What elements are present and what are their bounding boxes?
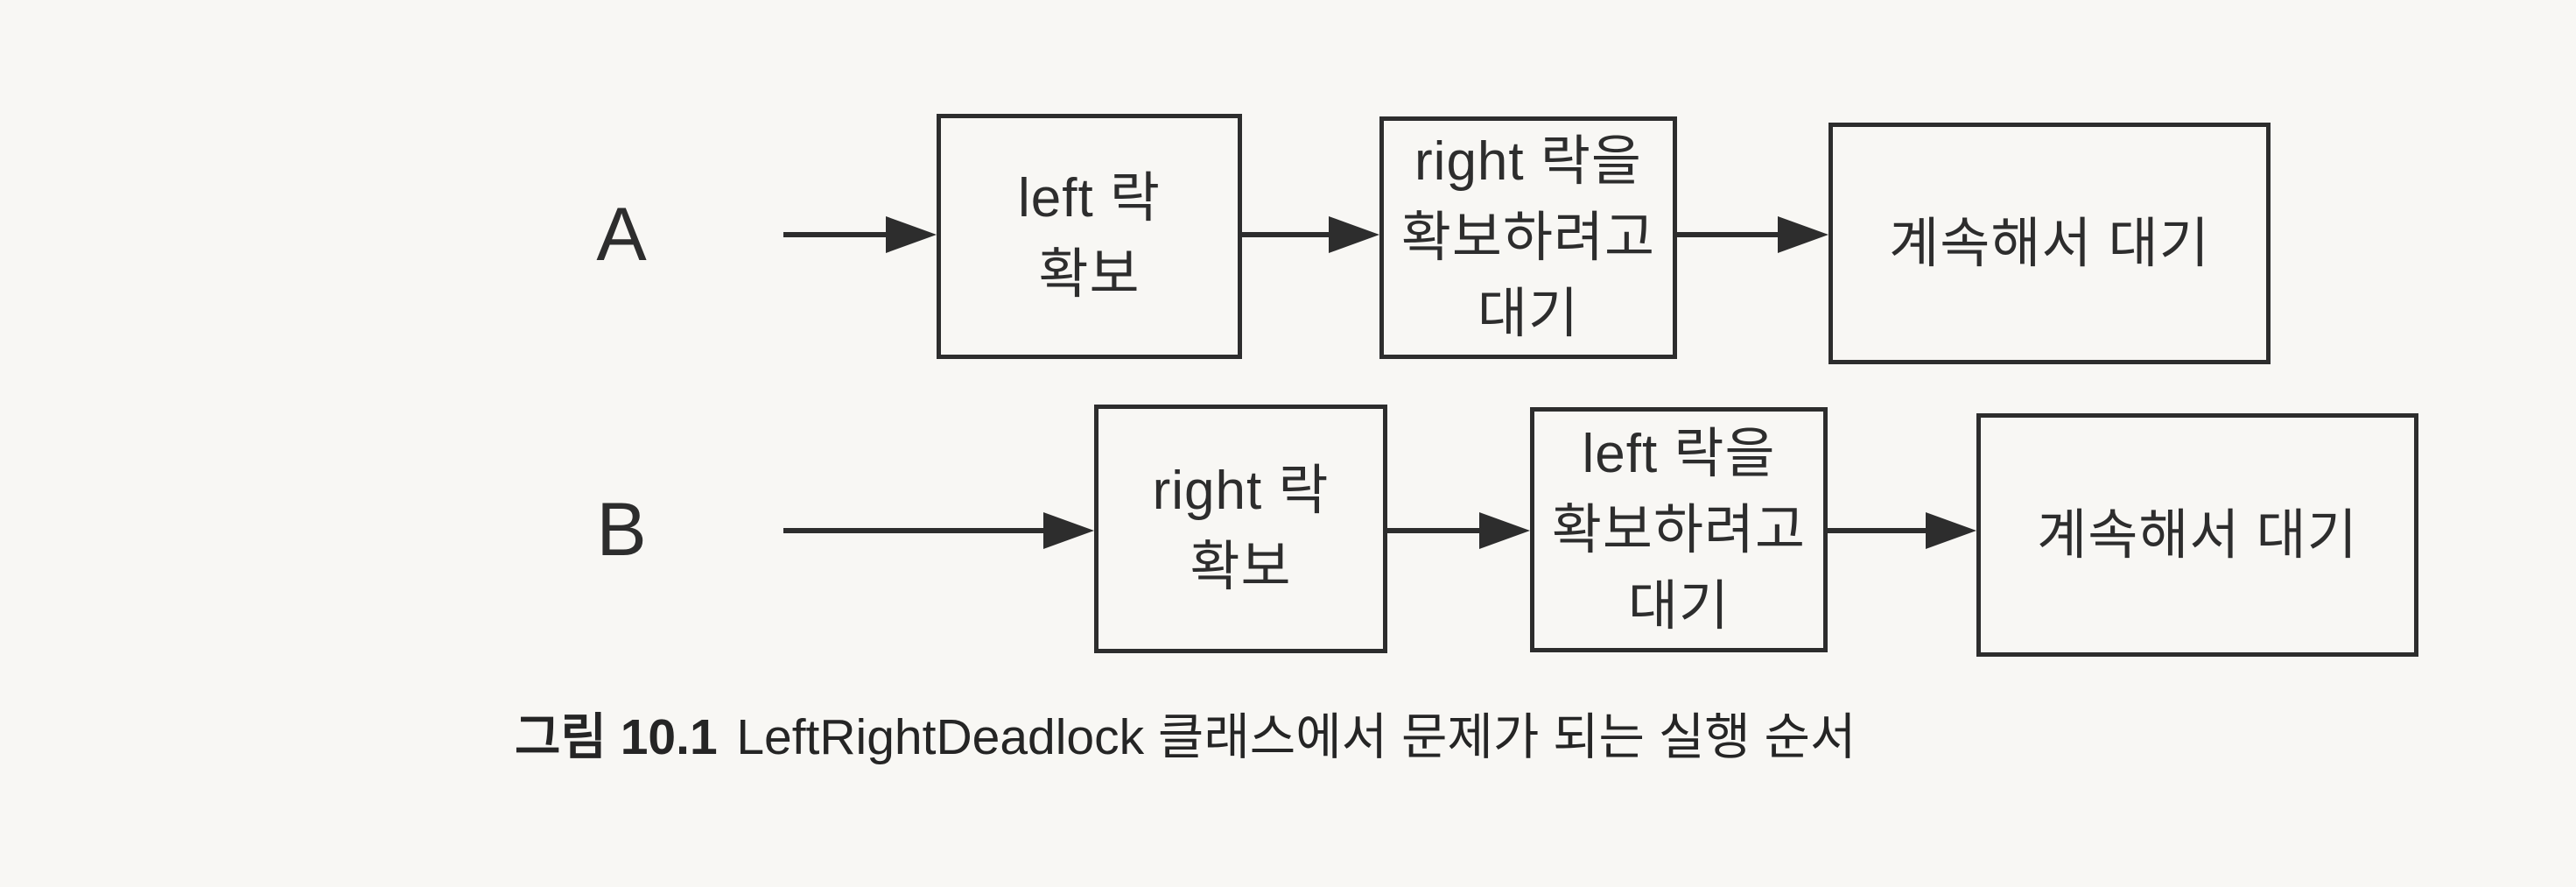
box-text-line: 대기 — [1477, 284, 1580, 344]
box-text-line: 대기 — [1627, 575, 1730, 637]
box-a-wait-right: right 락을 확보하려고 대기 — [1379, 116, 1677, 359]
box-text-line: right 락을 — [1414, 131, 1642, 192]
arrow-b-middle — [1387, 512, 1530, 549]
arrow-right-icon — [1926, 512, 1976, 549]
arrow-shaft — [1242, 232, 1329, 237]
arrow-b-end — [1828, 512, 1976, 549]
box-b-wait-forever: 계속해서 대기 — [1976, 413, 2418, 657]
arrow-a-start — [783, 216, 937, 253]
arrow-shaft — [1387, 528, 1479, 533]
arrow-shaft — [1828, 528, 1926, 533]
box-text-line: left 락 — [1018, 168, 1161, 229]
box-text-line: 확보 — [1190, 537, 1292, 597]
arrow-a-end — [1677, 216, 1828, 253]
box-text-line: 확보하려고 — [1400, 208, 1656, 268]
figure-caption: 그림 10.1 LeftRightDeadlock 클래스에서 문제가 되는 실행… — [515, 706, 1856, 769]
box-b-acquire-right: right 락 확보 — [1094, 405, 1387, 653]
box-text-line: 계속해서 대기 — [2037, 504, 2358, 566]
box-text-line: 확보하려고 — [1551, 499, 1807, 560]
arrow-right-icon — [1479, 512, 1530, 549]
box-text-line: 계속해서 대기 — [1889, 213, 2210, 274]
arrow-b-start — [783, 512, 1094, 549]
arrow-right-icon — [1329, 216, 1379, 253]
thread-a-label: A — [596, 193, 647, 277]
box-text-line: left 락을 — [1582, 423, 1776, 484]
box-b-wait-left: left 락을 확보하려고 대기 — [1530, 407, 1828, 652]
arrow-shaft — [1677, 232, 1778, 237]
box-text-line: right 락 — [1152, 461, 1330, 521]
thread-b-label: B — [596, 488, 647, 572]
box-a-wait-forever: 계속해서 대기 — [1828, 123, 2271, 364]
arrow-right-icon — [1043, 512, 1094, 549]
box-text-line: 확보 — [1038, 244, 1141, 305]
figure-caption-text: LeftRightDeadlock 클래스에서 문제가 되는 실행 순서 — [736, 709, 1857, 765]
figure-caption-number: 그림 10.1 — [515, 709, 718, 765]
arrow-a-middle — [1242, 216, 1379, 253]
arrow-shaft — [783, 232, 886, 237]
box-a-acquire-left: left 락 확보 — [937, 114, 1242, 359]
arrow-right-icon — [1778, 216, 1828, 253]
arrow-right-icon — [886, 216, 937, 253]
arrow-shaft — [783, 528, 1043, 533]
